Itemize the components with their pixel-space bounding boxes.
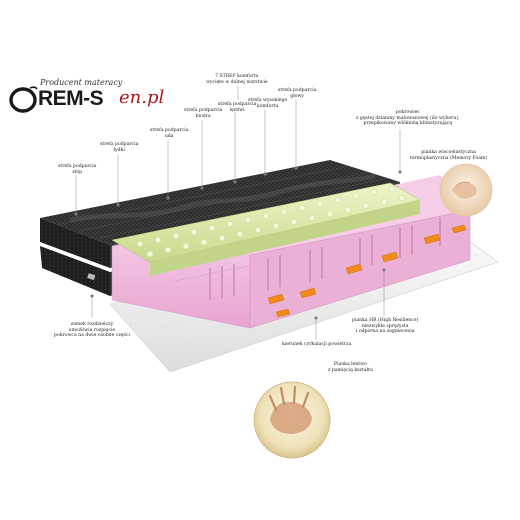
memory-foam-layer [111,182,421,276]
shape-memory-inset [253,381,331,459]
logo-suffix: en.pl [119,87,165,108]
label-air-circulation: kierunek cyrkulacji powietrza [282,342,352,347]
label-zipper: zamek rozdzielczy umożliwia rozpięcie po… [54,322,130,339]
logo-tagline: Producent materacy [40,78,123,87]
memory-foam-inset [439,163,493,217]
label-shape-memory: Pianka lentwo z pamięcią kształtu [328,362,373,373]
logo-brand: REM-S [38,87,104,110]
air-arrows [267,224,467,318]
label-memory-foam: pianka wiscoelastyczna termoplastyczna (… [410,150,488,161]
label-cover: pokrowiec z gęstej dzianiny matowanowej … [356,110,460,127]
label-hr-foam: pianka HR (High Resilience) niezwykle sp… [352,318,419,335]
logo-swoosh-icon [9,86,38,113]
brand-logo: Producent materacy REM-S en.pl [4,78,164,118]
leader-lines [74,86,402,340]
zones-title: 7 STREF komfortu wycięte w dolnej warstw… [206,74,268,85]
